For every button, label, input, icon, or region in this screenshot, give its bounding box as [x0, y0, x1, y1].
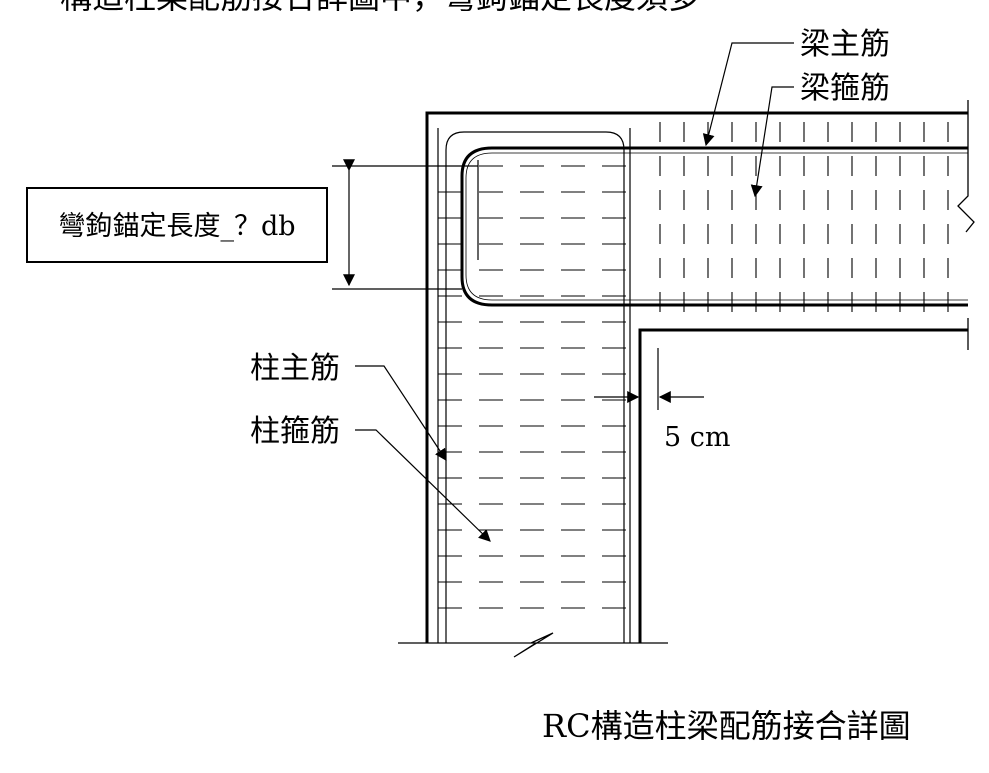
inner-corner-edge [638, 328, 968, 643]
column-main-bar-leader [355, 365, 447, 462]
beam-main-bar-leader [702, 42, 794, 147]
column-tie-leader [355, 429, 491, 542]
concrete-outline [425, 111, 968, 643]
column-break-line [398, 632, 668, 658]
clearance-label: 5 cm [664, 422, 731, 453]
outer-edge [425, 111, 968, 643]
anchorage-dimension [332, 159, 478, 290]
column-main-bars [437, 128, 631, 643]
beam-stirrup-leader [750, 86, 794, 198]
beam-stirrups [659, 122, 949, 322]
beam-break-line-top [957, 100, 975, 233]
cut-off-header-text: 構造柱梁配筋接合詳圖中，彎鉤錨定長度須多 [60, 0, 700, 16]
column-tie-label: 柱箍筋 [250, 414, 340, 449]
break-lines [398, 100, 975, 658]
column-ties [438, 165, 630, 609]
beam-main-bar-label: 梁主筋 [800, 27, 890, 62]
clearance-dimension [594, 348, 704, 410]
hook-anchorage-label-box [26, 187, 328, 263]
beam-main-bar [460, 146, 968, 307]
hook-anchorage-label: 彎鉤錨定長度_？db [58, 211, 295, 242]
diagram-caption: RC構造柱梁配筋接合詳圖 [542, 707, 911, 745]
column-main-bar-label: 柱主筋 [250, 351, 340, 386]
beam-stirrup-label: 梁箍筋 [800, 71, 890, 106]
